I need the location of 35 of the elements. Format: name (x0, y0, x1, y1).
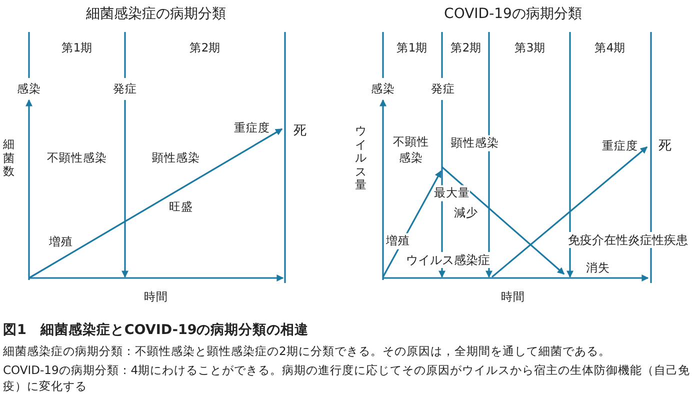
line-label: 旺盛 (169, 199, 193, 215)
stage-label: 第4期 (594, 40, 626, 56)
stage-label: 第2期 (450, 40, 482, 56)
stage-label: 第1期 (396, 40, 428, 56)
panel-title: COVID-19の病期分類 (444, 5, 582, 23)
panel-title: 細菌感染症の病期分類 (86, 5, 226, 23)
axis-title: 時間 (501, 289, 525, 305)
stage-label: 第1期 (61, 40, 93, 56)
event-label: 発症 (113, 81, 137, 97)
axis-title: 時間 (144, 289, 168, 305)
event-label: 感染 (371, 81, 395, 97)
line-label: ウイルス感染症 (406, 252, 490, 268)
event-label: 発症 (431, 81, 455, 97)
region-label: 顕性感染 (152, 150, 200, 166)
note-text: 細菌感染症の病期分類：不顕性感染と顕性感染症の2期に分類できる。その原因は，全期間を通して細菌である。 (3, 344, 610, 360)
event-label: 死 (294, 122, 306, 140)
line-label: 重症度 (234, 120, 270, 136)
event-label: 死 (658, 138, 672, 154)
axis-title: 細菌数 (2, 138, 16, 178)
region-label: 不顕性感染 (47, 150, 107, 166)
line-label: 増殖 (386, 233, 410, 249)
figure-caption: 図1 細菌感染症とCOVID-19の病期分類の相違 (3, 322, 309, 340)
line-label: 消失 (586, 260, 610, 276)
note-text: COVID-19の病期分類：4期にわけることができる。病期の進行度に応じてその原因がウイルスから宿主の生体防御機能（自己免疫）に変化する (3, 363, 692, 394)
line-label: 増殖 (49, 234, 73, 250)
region-label: 顕性感染 (451, 135, 499, 151)
stage-label: 第2期 (189, 40, 221, 56)
line-label: 重症度 (602, 138, 638, 154)
line-label: 免疫介在性炎症性疾患 (568, 232, 688, 248)
stage-label: 第3期 (514, 40, 546, 56)
axis-title: ウイルス量 (354, 124, 368, 192)
event-label: 感染 (17, 81, 41, 97)
line-label: 最大量 (434, 185, 470, 201)
region-label: 不顕性感染 (392, 134, 430, 166)
line-label: 減少 (454, 205, 478, 221)
